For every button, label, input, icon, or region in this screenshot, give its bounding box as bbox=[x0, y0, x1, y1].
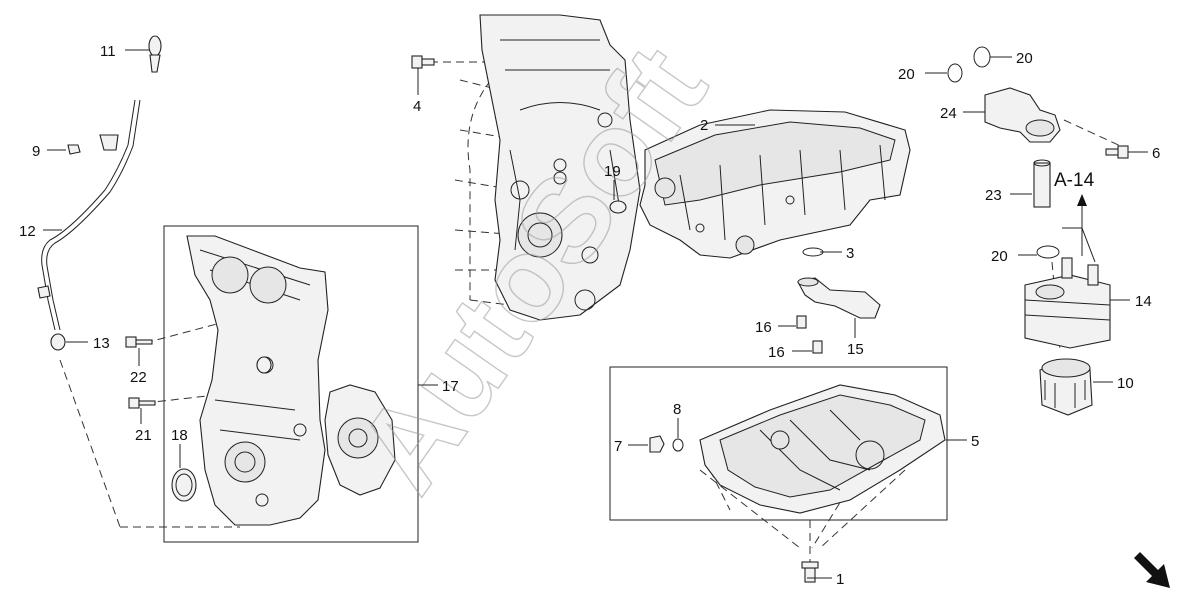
label-16-upper: 16 bbox=[755, 319, 772, 336]
label-3: 3 bbox=[846, 245, 854, 262]
bolt-6 bbox=[1105, 145, 1129, 159]
bolt-22 bbox=[125, 336, 153, 348]
gasket-20-top-left bbox=[947, 63, 963, 83]
label-21: 21 bbox=[135, 427, 152, 444]
leader-lines bbox=[43, 49, 1148, 579]
label-4: 4 bbox=[413, 98, 421, 115]
timing-cover-large bbox=[479, 14, 641, 321]
label-2: 2 bbox=[700, 117, 708, 134]
label-1: 1 bbox=[836, 571, 844, 588]
label-19: 19 bbox=[604, 163, 621, 180]
label-14: 14 bbox=[1135, 293, 1152, 310]
washer-8 bbox=[672, 438, 684, 452]
lower-oil-pan bbox=[699, 384, 946, 514]
bolt-9 bbox=[67, 144, 81, 155]
timing-cover-17 bbox=[186, 235, 329, 526]
label-11: 11 bbox=[100, 43, 116, 60]
oil-strainer bbox=[797, 277, 881, 319]
drain-plug-7 bbox=[649, 435, 665, 453]
label-20-top-right: 20 bbox=[1016, 50, 1033, 67]
o-ring-19 bbox=[609, 200, 627, 214]
oil-seal-18 bbox=[171, 468, 197, 502]
label-23: 23 bbox=[985, 187, 1002, 204]
oil-pan-frame bbox=[609, 366, 948, 521]
label-5: 5 bbox=[971, 433, 979, 450]
bolt-1 bbox=[801, 561, 819, 583]
oil-filter-housing-24 bbox=[984, 87, 1061, 143]
gasket-20-top-right bbox=[973, 46, 991, 68]
upper-oil-pan bbox=[639, 109, 911, 259]
callout-labels: 1 2 3 4 5 6 7 8 9 10 11 12 13 14 15 16 1… bbox=[19, 43, 1160, 588]
grommet-13 bbox=[50, 333, 66, 351]
bolt-16a bbox=[796, 315, 807, 329]
arrow-down-right-icon bbox=[1134, 552, 1170, 588]
label-10: 10 bbox=[1117, 375, 1134, 392]
dipstick-assembly bbox=[37, 35, 162, 331]
label-8: 8 bbox=[673, 401, 681, 418]
seal-small bbox=[256, 356, 272, 374]
label-18: 18 bbox=[171, 427, 188, 444]
label-16-lower: 16 bbox=[768, 344, 785, 361]
label-12: 12 bbox=[19, 223, 36, 240]
oil-filter-10 bbox=[1039, 358, 1093, 416]
bolt-4 bbox=[411, 55, 435, 69]
connector-pipe-23 bbox=[1033, 159, 1051, 208]
label-9: 9 bbox=[32, 143, 40, 160]
label-13: 13 bbox=[93, 335, 110, 352]
label-20-top-left: 20 bbox=[898, 66, 915, 83]
bolt-21 bbox=[128, 397, 156, 409]
oil-pump bbox=[324, 384, 396, 496]
timing-cover-frame bbox=[163, 225, 419, 543]
annotation-a14: A-14 bbox=[1054, 170, 1095, 191]
bolt-16b bbox=[812, 340, 823, 354]
label-17: 17 bbox=[442, 378, 459, 395]
oil-cooler-14 bbox=[1024, 257, 1111, 349]
label-24: 24 bbox=[940, 105, 957, 122]
label-22: 22 bbox=[130, 369, 147, 386]
gasket-20-middle bbox=[1036, 245, 1060, 259]
label-7: 7 bbox=[614, 438, 622, 455]
label-6: 6 bbox=[1152, 145, 1160, 162]
label-20-middle: 20 bbox=[991, 248, 1008, 265]
label-15: 15 bbox=[847, 341, 864, 358]
a14-reference-arrow bbox=[1062, 194, 1096, 263]
